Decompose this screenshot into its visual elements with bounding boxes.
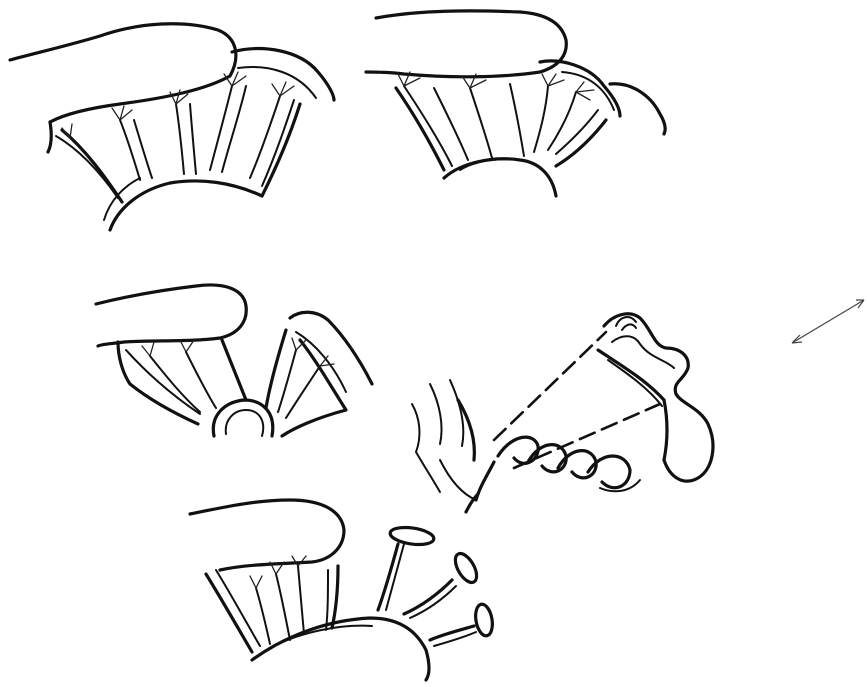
panel-3-gill-tufts: [96, 285, 372, 436]
panel-4-detached-stalks: [190, 500, 495, 680]
panel-1-gill-tufts: [10, 24, 334, 230]
panel-5-coiled-tube-detail: [412, 314, 713, 512]
double-headed-arrow-icon: [792, 300, 864, 343]
panel-2-gill-tufts: [366, 11, 665, 196]
